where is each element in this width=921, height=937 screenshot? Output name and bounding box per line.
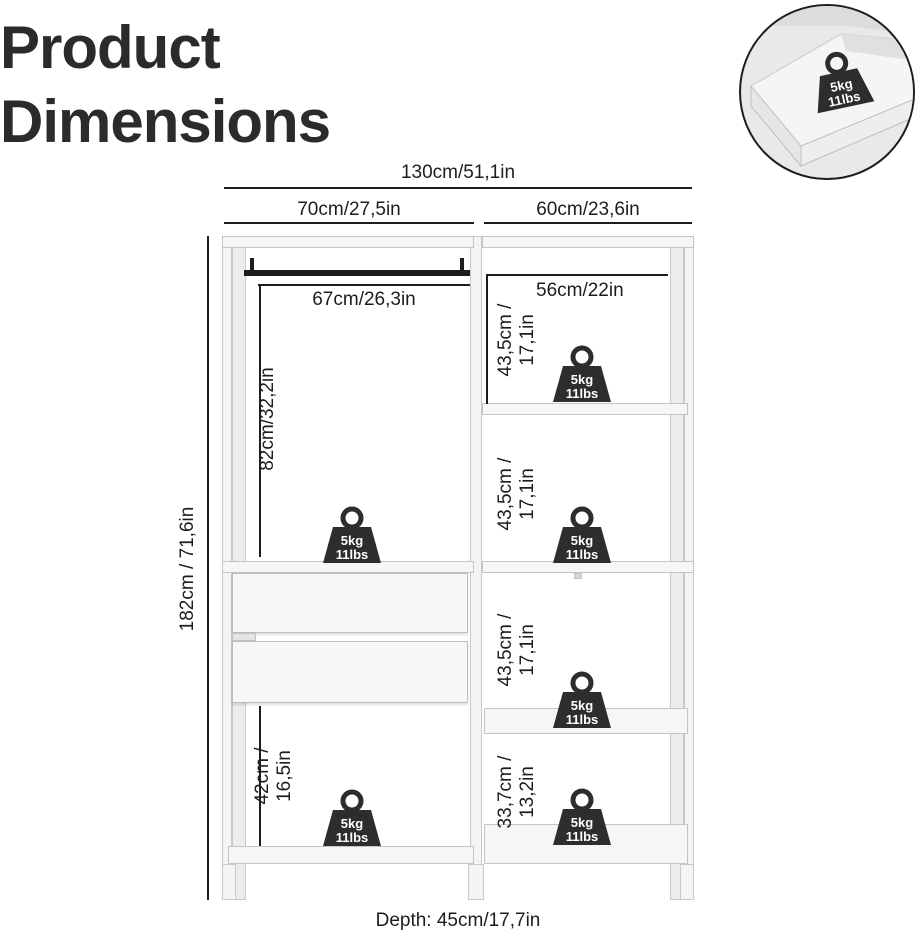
title-line-1: Product: [0, 14, 221, 81]
weight-limit-icon: 5kg 11lbs: [551, 787, 613, 845]
shelf-width-label: 56cm/22in: [536, 280, 624, 301]
left-bottom-height-label: 42cm / 16,5in: [252, 716, 296, 836]
right-comp-1-in: 17,1in: [517, 314, 538, 366]
right-comp-2-label: 43,5cm / 17,1in: [495, 439, 539, 549]
left-bottom-height-in: 16,5in: [274, 750, 295, 802]
weight-limit-icon: 5kg 11lbs: [321, 788, 383, 846]
left-bottom-height-cm: 42cm /: [252, 747, 273, 805]
right-comp-3-in: 17,1in: [517, 624, 538, 676]
total-width-line: [224, 187, 692, 189]
right-comp-1-cm: 43,5cm /: [495, 303, 516, 377]
shelf-pin: [574, 573, 582, 579]
shelf-width-line: [486, 274, 668, 276]
rail-width-label: 67cm/26,3in: [312, 289, 416, 310]
rail-bracket-left: [250, 258, 254, 274]
weight-limit-icon: 5kg 11lbs: [551, 344, 613, 402]
left-top-board: [222, 236, 474, 248]
drawer-top: [232, 573, 468, 633]
right-top-board: [482, 236, 694, 248]
title-line-2: Dimensions: [0, 88, 331, 155]
weight-kg: 5kg: [340, 533, 364, 548]
left-width-label: 70cm/27,5in: [297, 199, 401, 220]
right-comp-3-label: 43,5cm / 17,1in: [495, 595, 539, 705]
right-width-label: 60cm/23,6in: [536, 199, 640, 220]
leg-right: [680, 864, 694, 900]
drawer-bottom: [232, 641, 468, 703]
weight-limit-icon: 5kg 11lbs: [551, 670, 613, 728]
right-comp-4-cm: 33,7cm /: [495, 755, 516, 829]
weight-limit-icon: 5kg 11lbs: [321, 505, 383, 563]
leg-left: [222, 864, 236, 900]
hanging-height-line: [259, 285, 261, 557]
left-bottom-shelf: [228, 846, 474, 864]
right-comp-3-cm: 43,5cm /: [495, 613, 516, 687]
right-comp-2-cm: 43,5cm /: [495, 457, 516, 531]
weight-kg: 5kg: [570, 698, 594, 713]
rail-width-line: [258, 284, 470, 286]
right-comp-4-label: 33,7cm / 13,2in: [495, 737, 539, 847]
right-width-line: [484, 222, 692, 224]
drawer-illustration: [741, 6, 913, 168]
height-label: 182cm / 71,6in: [177, 506, 198, 632]
weight-lbs: 11lbs: [335, 830, 369, 845]
weight-kg: 5kg: [570, 533, 594, 548]
total-width-label: 130cm/51,1in: [400, 162, 516, 183]
weight-lbs: 11lbs: [565, 712, 599, 727]
leg-middle: [468, 864, 484, 900]
depth-label: Depth: 45cm/17,7in: [375, 910, 541, 931]
right-comp-1-line: [486, 276, 488, 404]
drawer-gap: [232, 633, 256, 641]
right-inner-post: [670, 246, 684, 900]
weight-lbs: 11lbs: [565, 386, 599, 401]
weight-limit-icon: 5kg 11lbs: [804, 44, 877, 114]
right-comp-1-label: 43,5cm / 17,1in: [495, 285, 539, 395]
weight-kg: 5kg: [570, 815, 594, 830]
right-comp-2-in: 17,1in: [517, 468, 538, 520]
hanging-height-label: 82cm/32,2in: [257, 367, 278, 471]
hanging-rail: [244, 270, 470, 276]
rail-bracket-right: [460, 258, 464, 274]
right-comp-4-in: 13,2in: [517, 766, 538, 818]
weight-lbs: 11lbs: [335, 547, 369, 562]
weight-lbs: 11lbs: [565, 547, 599, 562]
drawer-detail-inset: 5kg 11lbs: [739, 4, 915, 180]
weight-kg: 5kg: [340, 816, 364, 831]
right-shelf-1: [482, 403, 688, 415]
height-line: [207, 236, 209, 900]
left-width-line: [224, 222, 474, 224]
weight-kg: 5kg: [570, 372, 594, 387]
left-bottom-height-line: [259, 706, 261, 846]
weight-lbs: 11lbs: [565, 829, 599, 844]
weight-limit-icon: 5kg 11lbs: [551, 505, 613, 563]
